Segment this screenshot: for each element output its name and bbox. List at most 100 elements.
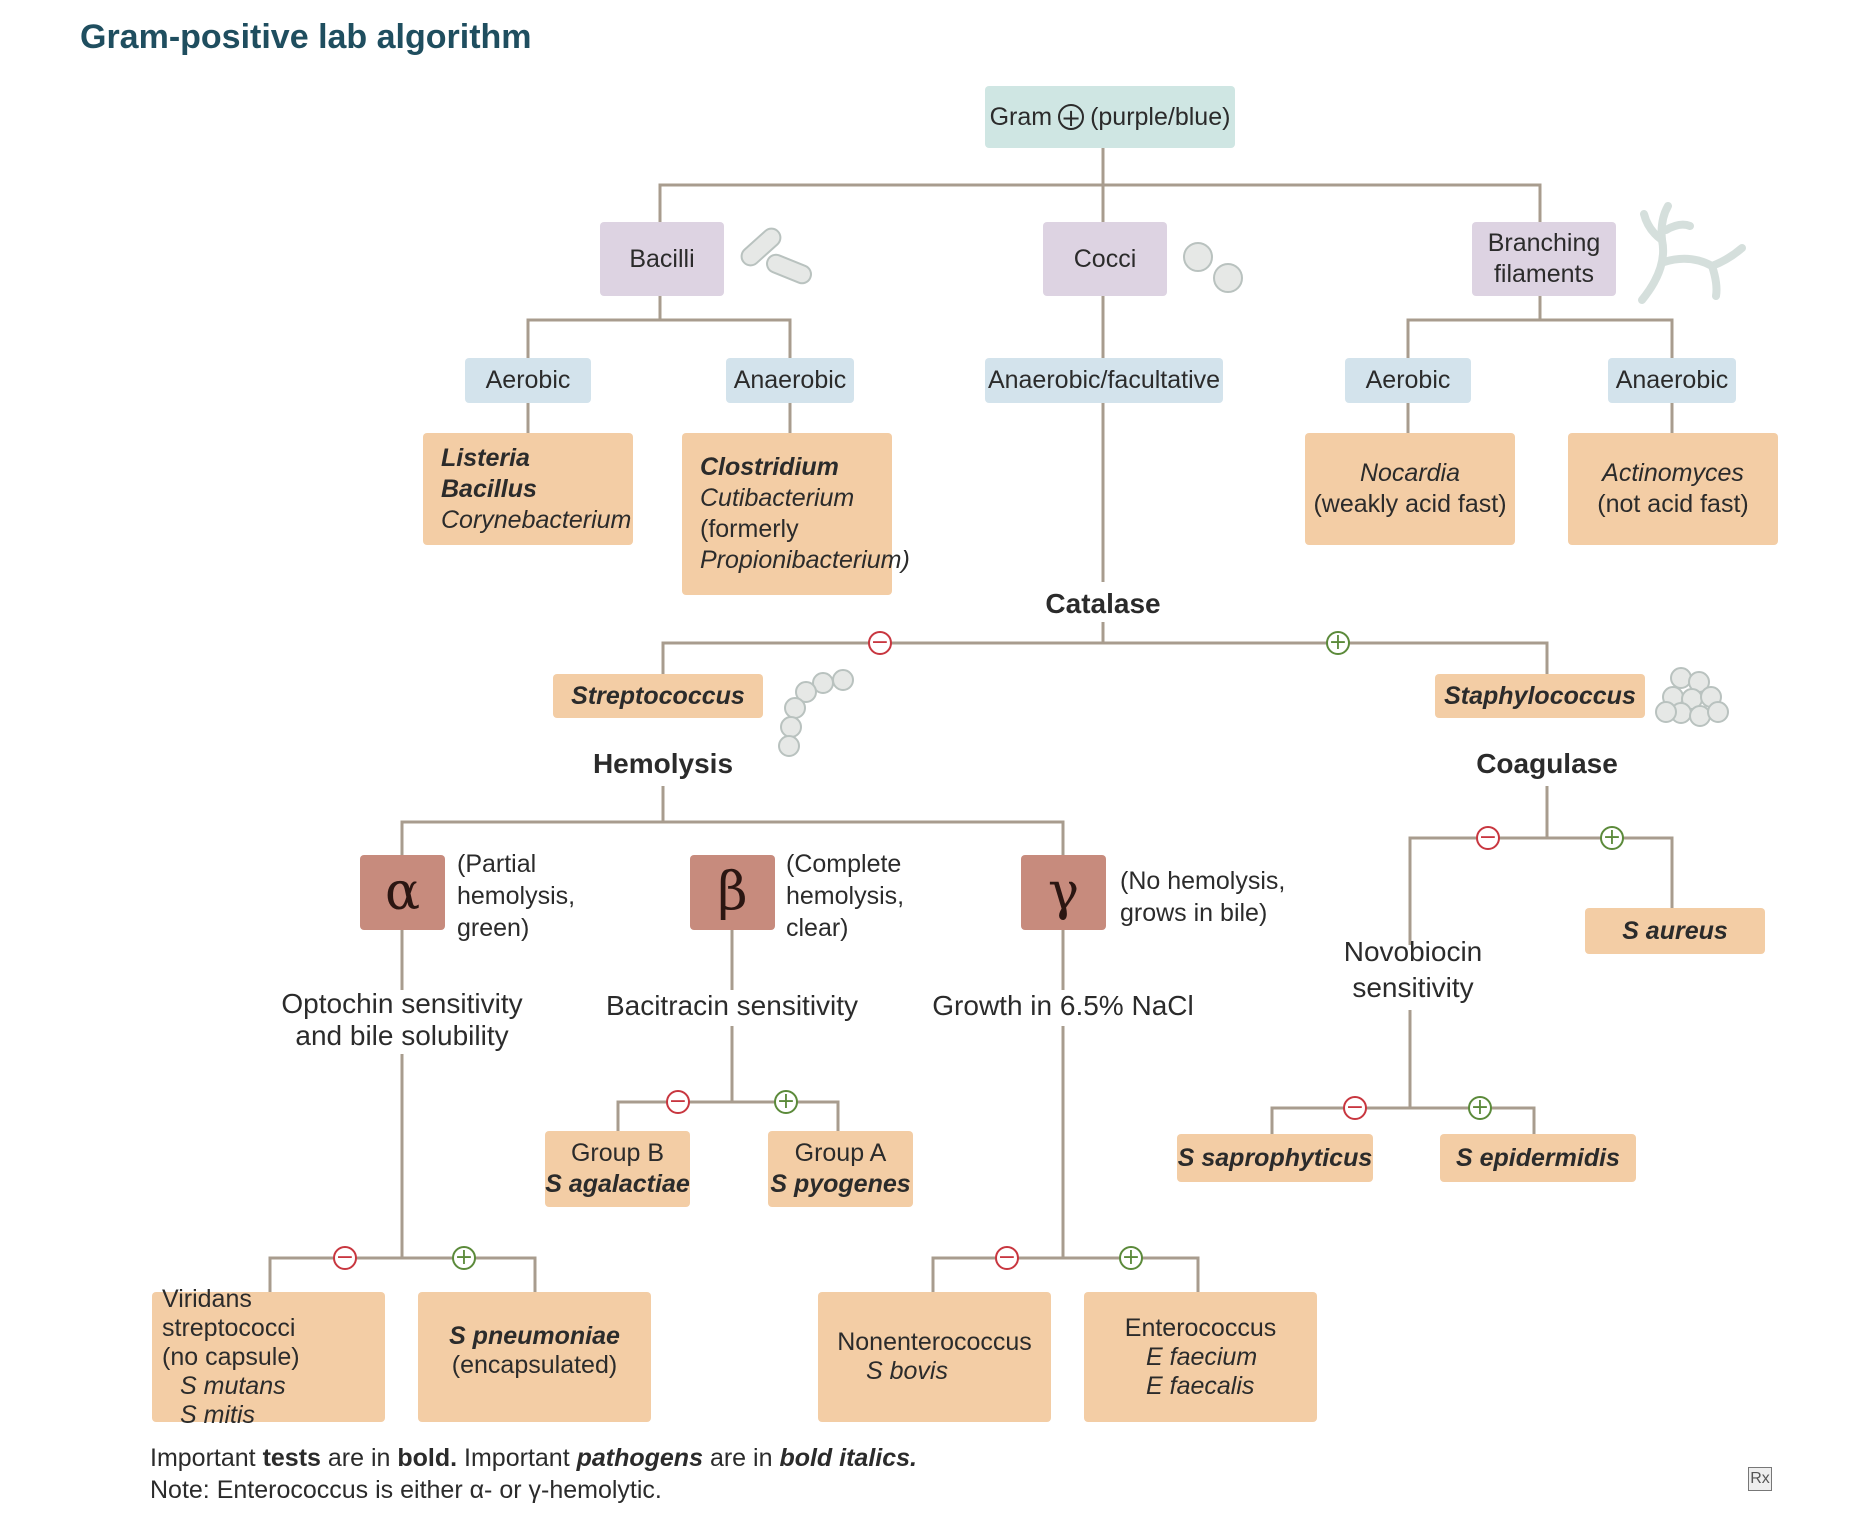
plus-circle-icon: +: [1058, 104, 1085, 130]
optochin-negative-sign: −: [333, 1246, 357, 1270]
organism-viridans: Viridans streptococci (no capsule) S mut…: [152, 1285, 385, 1429]
organism-s-epidermidis-label: S epidermidis: [1456, 1143, 1620, 1172]
shape-branching-filaments: Branching filaments: [1472, 222, 1616, 296]
footer-text-1: Important: [150, 1444, 263, 1472]
organism-no-capsule: (no capsule): [162, 1342, 300, 1371]
shape-cocci: Cocci: [1043, 222, 1167, 296]
shape-bacilli: Bacilli: [600, 222, 724, 296]
gamma-note-line-2: grows in bile): [1120, 899, 1268, 927]
organism-s-pneumoniae: S pneumoniae (encapsulated): [418, 1292, 651, 1422]
oxygen-branch-anaerobic-label: Anaerobic: [1615, 366, 1729, 394]
hemolysis-alpha-symbol: α: [384, 862, 421, 922]
organism-group-b-label: Group B: [570, 1139, 665, 1167]
organism-s-epidermidis: S epidermidis: [1440, 1134, 1636, 1182]
hemolysis-beta-badge: β: [690, 855, 775, 930]
footer-text-6: pathogens: [576, 1444, 703, 1472]
oxygen-branch-aerobic: Aerobic: [1345, 358, 1471, 403]
cocci-icon: [1183, 242, 1243, 293]
oxygen-branch-aerobic-label: Aerobic: [1365, 366, 1451, 394]
oxygen-bacilli-anaerobic-label: Anaerobic: [733, 366, 847, 394]
connector-optochin-bus: [268, 1256, 537, 1292]
organism-enterococcus: Enterococcus E faecium E faecalis: [1084, 1292, 1317, 1422]
organism-clostridium: Clostridium: [700, 453, 839, 481]
connector-catalase-bus: [661, 641, 1549, 674]
test-hemolysis: Hemolysis: [592, 748, 734, 779]
organism-e-faecium: E faecium: [1146, 1342, 1258, 1371]
beta-note-line-1: (Complete: [786, 850, 902, 878]
oxygen-cocci-label: Anaerobic/facultative: [987, 366, 1221, 394]
hemolysis-gamma-badge: γ: [1021, 855, 1106, 930]
branching-filaments-icon: [1638, 202, 1746, 304]
footer-text-7: are in: [703, 1444, 780, 1472]
organism-s-saprophyticus-label: S saprophyticus: [1177, 1143, 1373, 1172]
organism-nocardia-name: Nocardia: [1359, 459, 1461, 487]
hemolysis-gamma-note: (No hemolysis, grows in bile): [1120, 865, 1285, 929]
connector-coagulase-bus: [1408, 836, 1674, 945]
organism-streptococcus-label: Streptococcus: [571, 681, 745, 710]
oxygen-bacilli-anaerobic: Anaerobic: [726, 358, 854, 403]
organism-actinomyces: Actinomyces (not acid fast): [1568, 433, 1778, 545]
organism-e-faecalis: E faecalis: [1146, 1371, 1255, 1400]
footer-text-8: bold italics.: [779, 1444, 917, 1472]
organism-encapsulated: (encapsulated): [451, 1351, 618, 1379]
footer-text-2: tests: [262, 1444, 321, 1472]
organism-s-pyogenes: S pyogenes: [770, 1170, 911, 1198]
organism-s-mitis: S mitis: [180, 1400, 255, 1429]
organism-corynebacterium: Corynebacterium: [441, 505, 632, 534]
organism-bacilli-aerobic: Listeria Bacillus Corynebacterium: [423, 433, 633, 545]
nacl-positive-sign: +: [1119, 1246, 1143, 1270]
organism-s-mutans: S mutans: [180, 1371, 286, 1400]
coagulase-positive-sign: +: [1600, 826, 1624, 850]
shape-branching-label-2: filaments: [1493, 260, 1595, 288]
footer-text-4: bold.: [397, 1444, 458, 1472]
alpha-note-line-3: green): [457, 914, 530, 942]
shape-cocci-label: Cocci: [1073, 244, 1137, 273]
organism-formerly: (formerly: [700, 515, 799, 543]
test-optochin-line-1: Optochin sensitivity: [281, 988, 523, 1019]
organism-nocardia: Nocardia (weakly acid fast): [1305, 433, 1515, 545]
staphylococcus-cluster-icon: [1655, 667, 1729, 727]
organism-propionibacterium: Propionibacterium): [700, 546, 910, 574]
oxygen-branch-anaerobic: Anaerobic: [1608, 358, 1736, 403]
rx-logo-icon: Rx: [1748, 1467, 1772, 1491]
optochin-positive-sign: +: [452, 1246, 476, 1270]
organism-actinomyces-note: (not acid fast): [1597, 490, 1749, 518]
organism-bacillus: Bacillus: [441, 474, 537, 503]
bacitracin-positive-sign: +: [774, 1090, 798, 1114]
organism-s-pneumoniae-label: S pneumoniae: [449, 1322, 620, 1350]
test-nacl: Growth in 6.5% NaCl: [932, 990, 1194, 1021]
organism-group-a: Group A S pyogenes: [768, 1131, 913, 1207]
oxygen-bacilli-aerobic: Aerobic: [465, 358, 591, 403]
organism-nonenterococcus: Nonenterococcus S bovis: [818, 1292, 1051, 1422]
page-title: Gram-positive lab algorithm: [80, 18, 532, 56]
hemolysis-alpha-badge: α: [360, 855, 445, 930]
test-novobiocin: Novobiocin sensitivity: [1344, 934, 1483, 1006]
novobiocin-negative-sign: −: [1343, 1096, 1367, 1120]
footer-legend-line-1: Important tests are in bold. Important p…: [150, 1442, 917, 1474]
connector-bacilli-bus: [526, 318, 792, 358]
organism-enterococcus-label: Enterococcus: [1124, 1313, 1277, 1342]
connector-hemolysis-bus: [400, 820, 1065, 855]
organism-actinomyces-name: Actinomyces: [1602, 459, 1744, 487]
test-catalase: Catalase: [1045, 588, 1161, 619]
organism-staphylococcus-label: Staphylococcus: [1444, 681, 1636, 710]
test-bacitracin: Bacitracin sensitivity: [605, 990, 859, 1021]
organism-bacilli-anaerobic: Clostridium Cutibacterium (formerly Prop…: [682, 433, 910, 595]
organism-s-aureus: S aureus: [1585, 908, 1765, 954]
catalase-positive-sign: +: [1326, 631, 1350, 655]
coagulase-negative-sign: −: [1476, 826, 1500, 850]
alpha-note-line-2: hemolysis,: [457, 882, 576, 910]
novobiocin-positive-sign: +: [1468, 1096, 1492, 1120]
footer-text-3: are in: [320, 1444, 398, 1472]
organism-cutibacterium: Cutibacterium: [700, 484, 855, 512]
organism-s-agalactiae: S agalactiae: [545, 1170, 690, 1198]
test-novobiocin-line-1: Novobiocin: [1343, 936, 1483, 967]
test-coagulase: Coagulase: [1476, 748, 1618, 779]
hemolysis-alpha-note: (Partial hemolysis, green): [457, 848, 575, 944]
gram-positive-root: Gram + (purple/blue): [985, 86, 1235, 148]
footer-legend-line-2: Note: Enterococcus is either α- or γ-hem…: [150, 1476, 662, 1504]
organism-listeria: Listeria: [441, 443, 530, 472]
streptococcus-chain-icon: [778, 669, 854, 757]
